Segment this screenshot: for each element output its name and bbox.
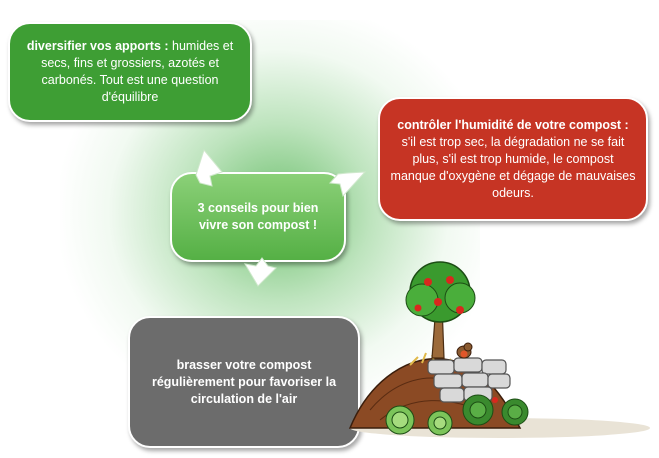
- center-title: 3 conseils pour bien vivre son compost !: [197, 201, 319, 232]
- arrow-to-diversify-icon: [195, 148, 223, 187]
- compost-garden-illustration: [348, 261, 650, 438]
- tip-humidity-body: s'il est trop sec, la dégradation ne se …: [390, 134, 636, 200]
- tip-humidity-box: contrôler l'humidité de votre compost : …: [378, 97, 648, 221]
- tip-diversify-lead: diversifier vos apports :: [26, 39, 169, 53]
- tip-diversify-box: diversifier vos apports : humides et sec…: [8, 22, 252, 122]
- center-title-box: 3 conseils pour bien vivre son compost !: [170, 172, 346, 262]
- tip-diversify-body: humides et secs, fins et grossiers, azot…: [41, 39, 234, 104]
- arrow-to-stir-icon: [244, 257, 277, 287]
- tip-stir-box: brasser votre compost régulièrement pour…: [128, 316, 360, 448]
- arrow-to-humidity-icon: [328, 171, 367, 198]
- tip-humidity-lead: contrôler l'humidité de votre compost :: [397, 117, 629, 132]
- tip-stir-text: brasser votre compost régulièrement pour…: [151, 357, 337, 406]
